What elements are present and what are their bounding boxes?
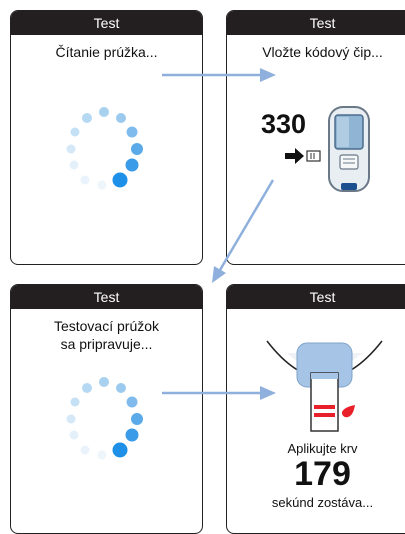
code-chip-icon (285, 148, 321, 164)
seconds-countdown: 179 (294, 455, 351, 493)
reading-strip-message: Čítanie prúžka... (55, 44, 158, 60)
screen-strip-preparing: Test Testovací prúžok sa pripravuje... (10, 284, 203, 534)
screen-reading-strip: Test Čítanie prúžka... (10, 10, 203, 265)
screen-title: Test (11, 285, 202, 309)
screen-title: Test (227, 11, 405, 35)
insert-chip-message: Vložte kódový čip... (262, 44, 383, 60)
screen-insert-chip: Test Vložte kódový čip... 330 (226, 10, 405, 265)
apply-blood-label: Aplikujte krv (287, 441, 358, 456)
screen-title: Test (227, 285, 405, 309)
screen-title: Test (11, 11, 202, 35)
code-number: 330 (261, 109, 307, 139)
seconds-remaining-label: sekúnd zostáva... (271, 495, 374, 510)
spinner-icon (66, 377, 143, 460)
meter-icon (328, 106, 370, 192)
strip-preparing-line-2: sa pripravuje... (60, 336, 153, 352)
test-strip-icon (266, 340, 383, 432)
screen-apply-blood: Test Aplikujte krv 179 sekúnd zostáva... (226, 284, 405, 534)
blood-drop-icon (342, 405, 355, 418)
strip-preparing-line-1: Testovací prúžok (53, 318, 160, 334)
strip-preparing-message: Testovací prúžok sa pripravuje... (11, 317, 202, 353)
spinner-icon (66, 107, 143, 190)
